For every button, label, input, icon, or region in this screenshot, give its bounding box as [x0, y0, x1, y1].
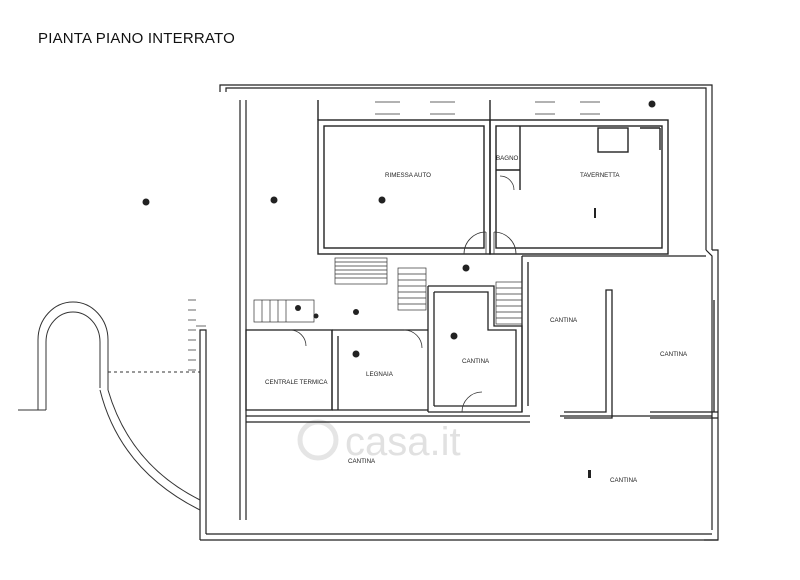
top-windows — [375, 101, 600, 115]
room-label-centrale-termica: CENTRALE TERMICA — [265, 379, 328, 386]
room-label-rimessa-auto: RIMESSA AUTO — [385, 172, 431, 179]
level-marker — [353, 309, 359, 315]
room-label-cantina: CANTINA — [610, 477, 638, 484]
room-label-cantina: CANTINA — [550, 317, 578, 324]
level-marker — [462, 264, 470, 272]
room-label-cantina: CANTINA — [462, 358, 490, 365]
watermark: casa.it — [297, 419, 461, 464]
level-marker — [352, 350, 360, 358]
plan-title: PIANTA PIANO INTERRATO — [38, 30, 235, 47]
middle-cantina-walls — [427, 285, 523, 413]
fixture-mark — [594, 208, 596, 218]
column-ticks — [188, 299, 206, 371]
fixture-mark — [588, 470, 591, 478]
level-marker — [648, 100, 656, 108]
watermark-text: casa.it — [345, 420, 461, 464]
level-marker — [313, 313, 319, 319]
staircase — [253, 257, 523, 325]
level-marker — [295, 305, 301, 311]
lower-left-rooms — [245, 329, 712, 423]
room-label-bagno: BAGNO — [496, 155, 519, 162]
level-marker — [142, 198, 150, 206]
room-label-legnaia: LEGNAIA — [366, 371, 394, 378]
outer-walls — [199, 84, 719, 541]
right-cantina-walls — [521, 255, 718, 419]
room-label-tavernetta: TAVERNETTA — [580, 172, 620, 179]
level-marker — [450, 332, 458, 340]
level-marker — [378, 196, 386, 204]
tavernetta-walls — [489, 119, 669, 255]
door-swings — [289, 175, 517, 413]
room-label-cantina: CANTINA — [348, 458, 376, 465]
level-marker — [270, 196, 278, 204]
entrance-ramp — [18, 301, 201, 511]
room-label-cantina: CANTINA — [660, 351, 688, 358]
level-markers — [142, 100, 656, 478]
